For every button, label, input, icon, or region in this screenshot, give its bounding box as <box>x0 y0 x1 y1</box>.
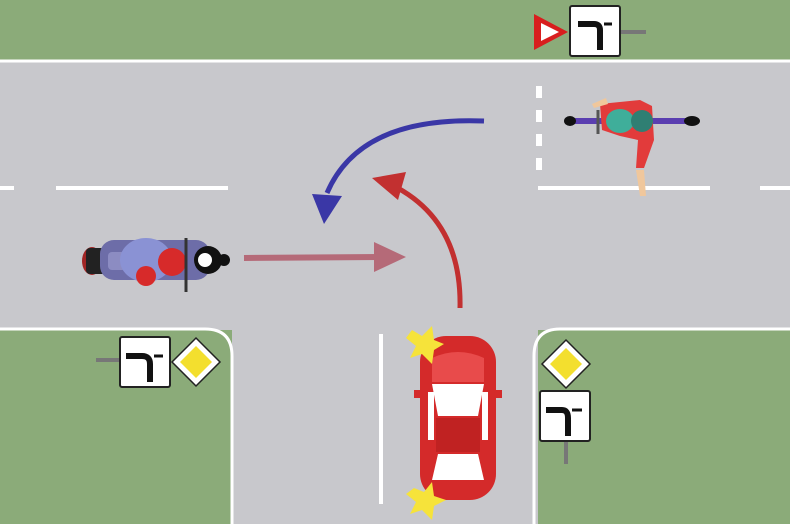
bottom-right-sign-group <box>539 338 592 464</box>
motorcyclist-icon <box>82 238 230 292</box>
road-edge-left-corner <box>0 327 234 524</box>
priority-road-direction-sign-icon <box>119 336 171 388</box>
priority-road-sign-icon <box>540 338 592 390</box>
red-car-icon <box>406 326 502 520</box>
lane-markings <box>0 86 790 504</box>
bottom-left-sign-group <box>96 336 222 388</box>
priority-road-direction-sign-icon <box>569 5 621 57</box>
road-edge-right-corner <box>532 327 790 524</box>
turn-signal-front-left-icon <box>406 326 444 364</box>
turn-signal-rear-left-icon <box>406 482 446 520</box>
pink-straight-arrow <box>243 242 406 272</box>
cyclist-icon <box>564 98 700 196</box>
red-turn-arrow <box>372 172 463 309</box>
priority-road-sign-icon <box>170 336 222 388</box>
priority-road-direction-sign-icon <box>539 390 591 442</box>
blue-turn-arrow <box>312 118 485 224</box>
top-sign-group <box>534 5 646 57</box>
